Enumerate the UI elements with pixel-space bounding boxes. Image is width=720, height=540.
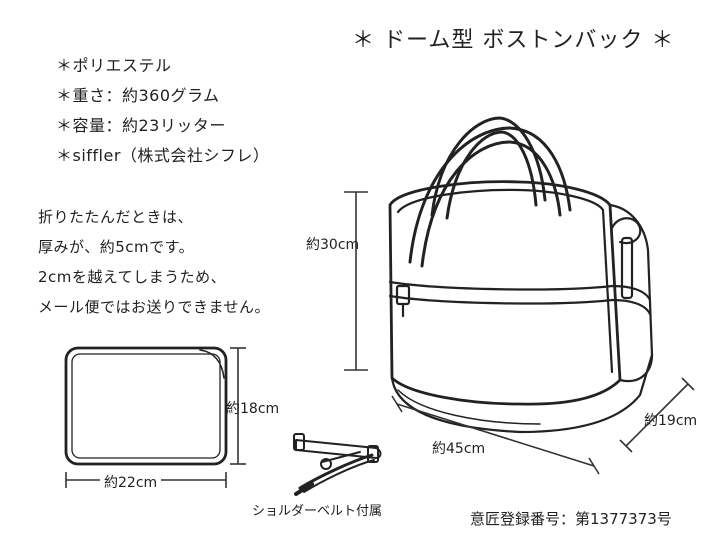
note-line-3: 2cmを越えてしまうため、 <box>38 268 227 286</box>
dimension-height-line <box>344 191 368 371</box>
spec-capacity: ＊容量：約23リッター <box>56 116 226 135</box>
dimension-pouch-height-line <box>230 347 246 465</box>
spec-maker: ＊siffler（株式会社シフレ） <box>56 146 270 165</box>
note-line-4: メール便ではお送りできません。 <box>38 298 271 316</box>
spec-material: ＊ポリエステル <box>56 56 172 75</box>
dimension-width-line <box>391 395 600 475</box>
dimension-pouch-height-label: 約18cm <box>226 401 280 417</box>
dimension-width-label: 約45cm <box>432 441 486 457</box>
dimension-depth-label: 約19cm <box>644 413 698 429</box>
dimension-pouch-width-label: 約22cm <box>100 472 162 492</box>
folded-pouch-drawing <box>64 346 228 466</box>
dimension-depth-line <box>619 377 695 453</box>
spec-weight: ＊重さ：約360グラム <box>56 86 220 105</box>
design-registration-number: 意匠登録番号：第1377373号 <box>470 510 672 528</box>
shoulder-strap-label: ショルダーベルト付属 <box>252 504 383 519</box>
page-title: ＊ ドーム型 ボストンバック ＊ <box>352 28 675 53</box>
shoulder-strap-drawing <box>293 433 382 496</box>
note-line-2: 厚みが、約5cmです。 <box>38 238 195 256</box>
dimension-height-label: 約30cm <box>306 237 360 253</box>
boston-bag-drawing <box>388 116 654 434</box>
note-line-1: 折りたたんだときは、 <box>38 208 194 226</box>
